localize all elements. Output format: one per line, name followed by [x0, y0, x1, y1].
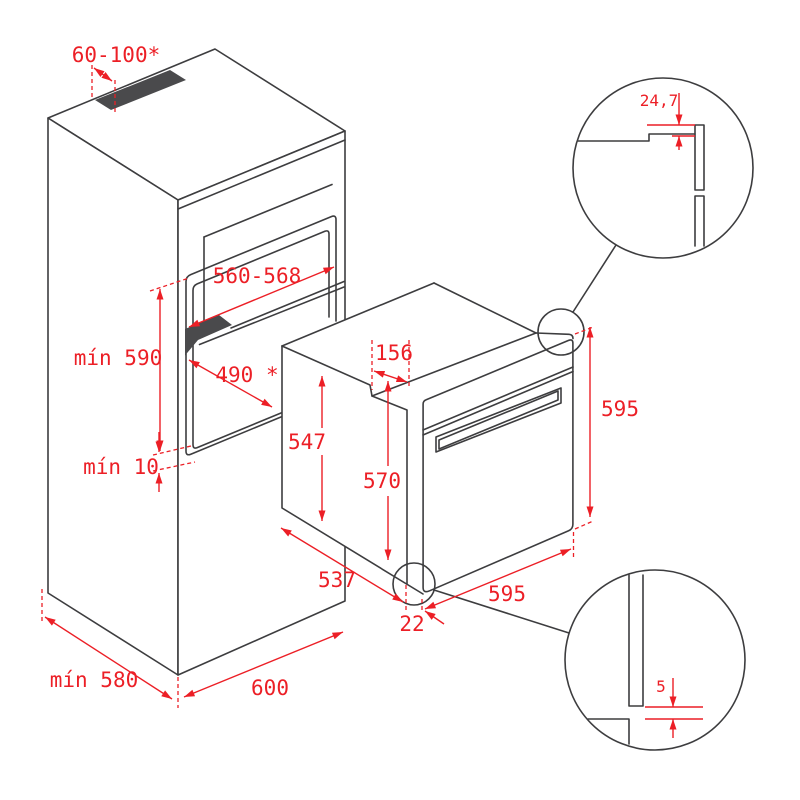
detail-bottom-floor-profile	[587, 718, 630, 745]
detail-view-bottom-content: 5	[587, 574, 703, 745]
front-width-label: 595	[488, 582, 526, 606]
dimension-annotations: 60-100* 560-568 mín 590 490 * mín 10 mín…	[41, 43, 639, 708]
niche-height-label: mín 590	[74, 346, 163, 370]
bottom-gap-ext-line	[152, 461, 196, 472]
overhang-label: 22	[399, 612, 424, 636]
oven-handle-outer	[435, 387, 562, 453]
top-recess-label: 156	[375, 341, 413, 365]
bottom-gap-label: mín 10	[83, 455, 159, 479]
oven-door-top-line-2	[422, 370, 574, 436]
niche-depth-arrow	[188, 359, 273, 408]
oven-trim-corner-edge	[535, 332, 574, 340]
detail-marker-circle-top	[537, 308, 585, 356]
detail-top-door-profile	[694, 195, 705, 247]
cabinet-depth-arrow	[44, 616, 173, 700]
oven-top-left-edge-notch	[281, 332, 537, 397]
detail-bottom-door-profile	[628, 574, 644, 707]
oven-front-frame	[422, 339, 574, 593]
front-height-ext-bottom	[574, 520, 593, 530]
detail-view-top-circle	[572, 77, 754, 259]
niche-width-label: 560-568	[213, 264, 302, 288]
body-height-label: 547	[288, 430, 326, 454]
detail-view-bottom-circle	[564, 569, 746, 751]
oven-handle-inner	[438, 390, 559, 450]
detail-top-trim-profile	[694, 124, 705, 191]
vent-dim-arrow	[93, 67, 113, 82]
detail-top-cabinet-profile	[577, 133, 696, 142]
cabinet-top-vent	[95, 70, 186, 110]
detail-views: 24,7 5	[392, 77, 754, 751]
niche-frame-outer	[185, 215, 363, 456]
niche-depth-label: 490 *	[215, 363, 278, 387]
top-recess-arrow	[373, 370, 408, 383]
cabinet-width-label: 600	[251, 676, 289, 700]
body-depth-label: 537	[318, 568, 356, 592]
oven-top-right-edge	[433, 282, 537, 334]
oven-door-top-line-1	[422, 366, 574, 431]
inner-height-label: 570	[363, 469, 401, 493]
oven-silhouette	[282, 283, 573, 594]
detail-trim-height-label: 24,7	[640, 91, 679, 110]
front-width-arrow	[424, 548, 572, 610]
overhang-arrow	[424, 610, 445, 625]
cabinet-left-face	[47, 117, 179, 676]
detail-bottom-gap-label: 5	[656, 677, 666, 696]
detail-leader-top	[572, 244, 617, 313]
cabinet-top-rail-line	[177, 139, 346, 210]
body-depth-arrow	[280, 527, 404, 603]
oven-top-back-edge	[281, 282, 435, 347]
cabinet-width-arrow	[183, 631, 344, 698]
detail-view-top-content: 24,7	[577, 91, 705, 247]
front-height-label: 595	[601, 397, 639, 421]
vent-clearance-label: 60-100*	[72, 43, 161, 67]
niche-ceiling-edge	[203, 183, 333, 238]
cabinet-depth-label: mín 580	[50, 668, 139, 692]
niche-width-arrow	[188, 266, 335, 328]
oven-drawing	[281, 282, 574, 595]
oven-frame-back-edge	[371, 395, 408, 585]
